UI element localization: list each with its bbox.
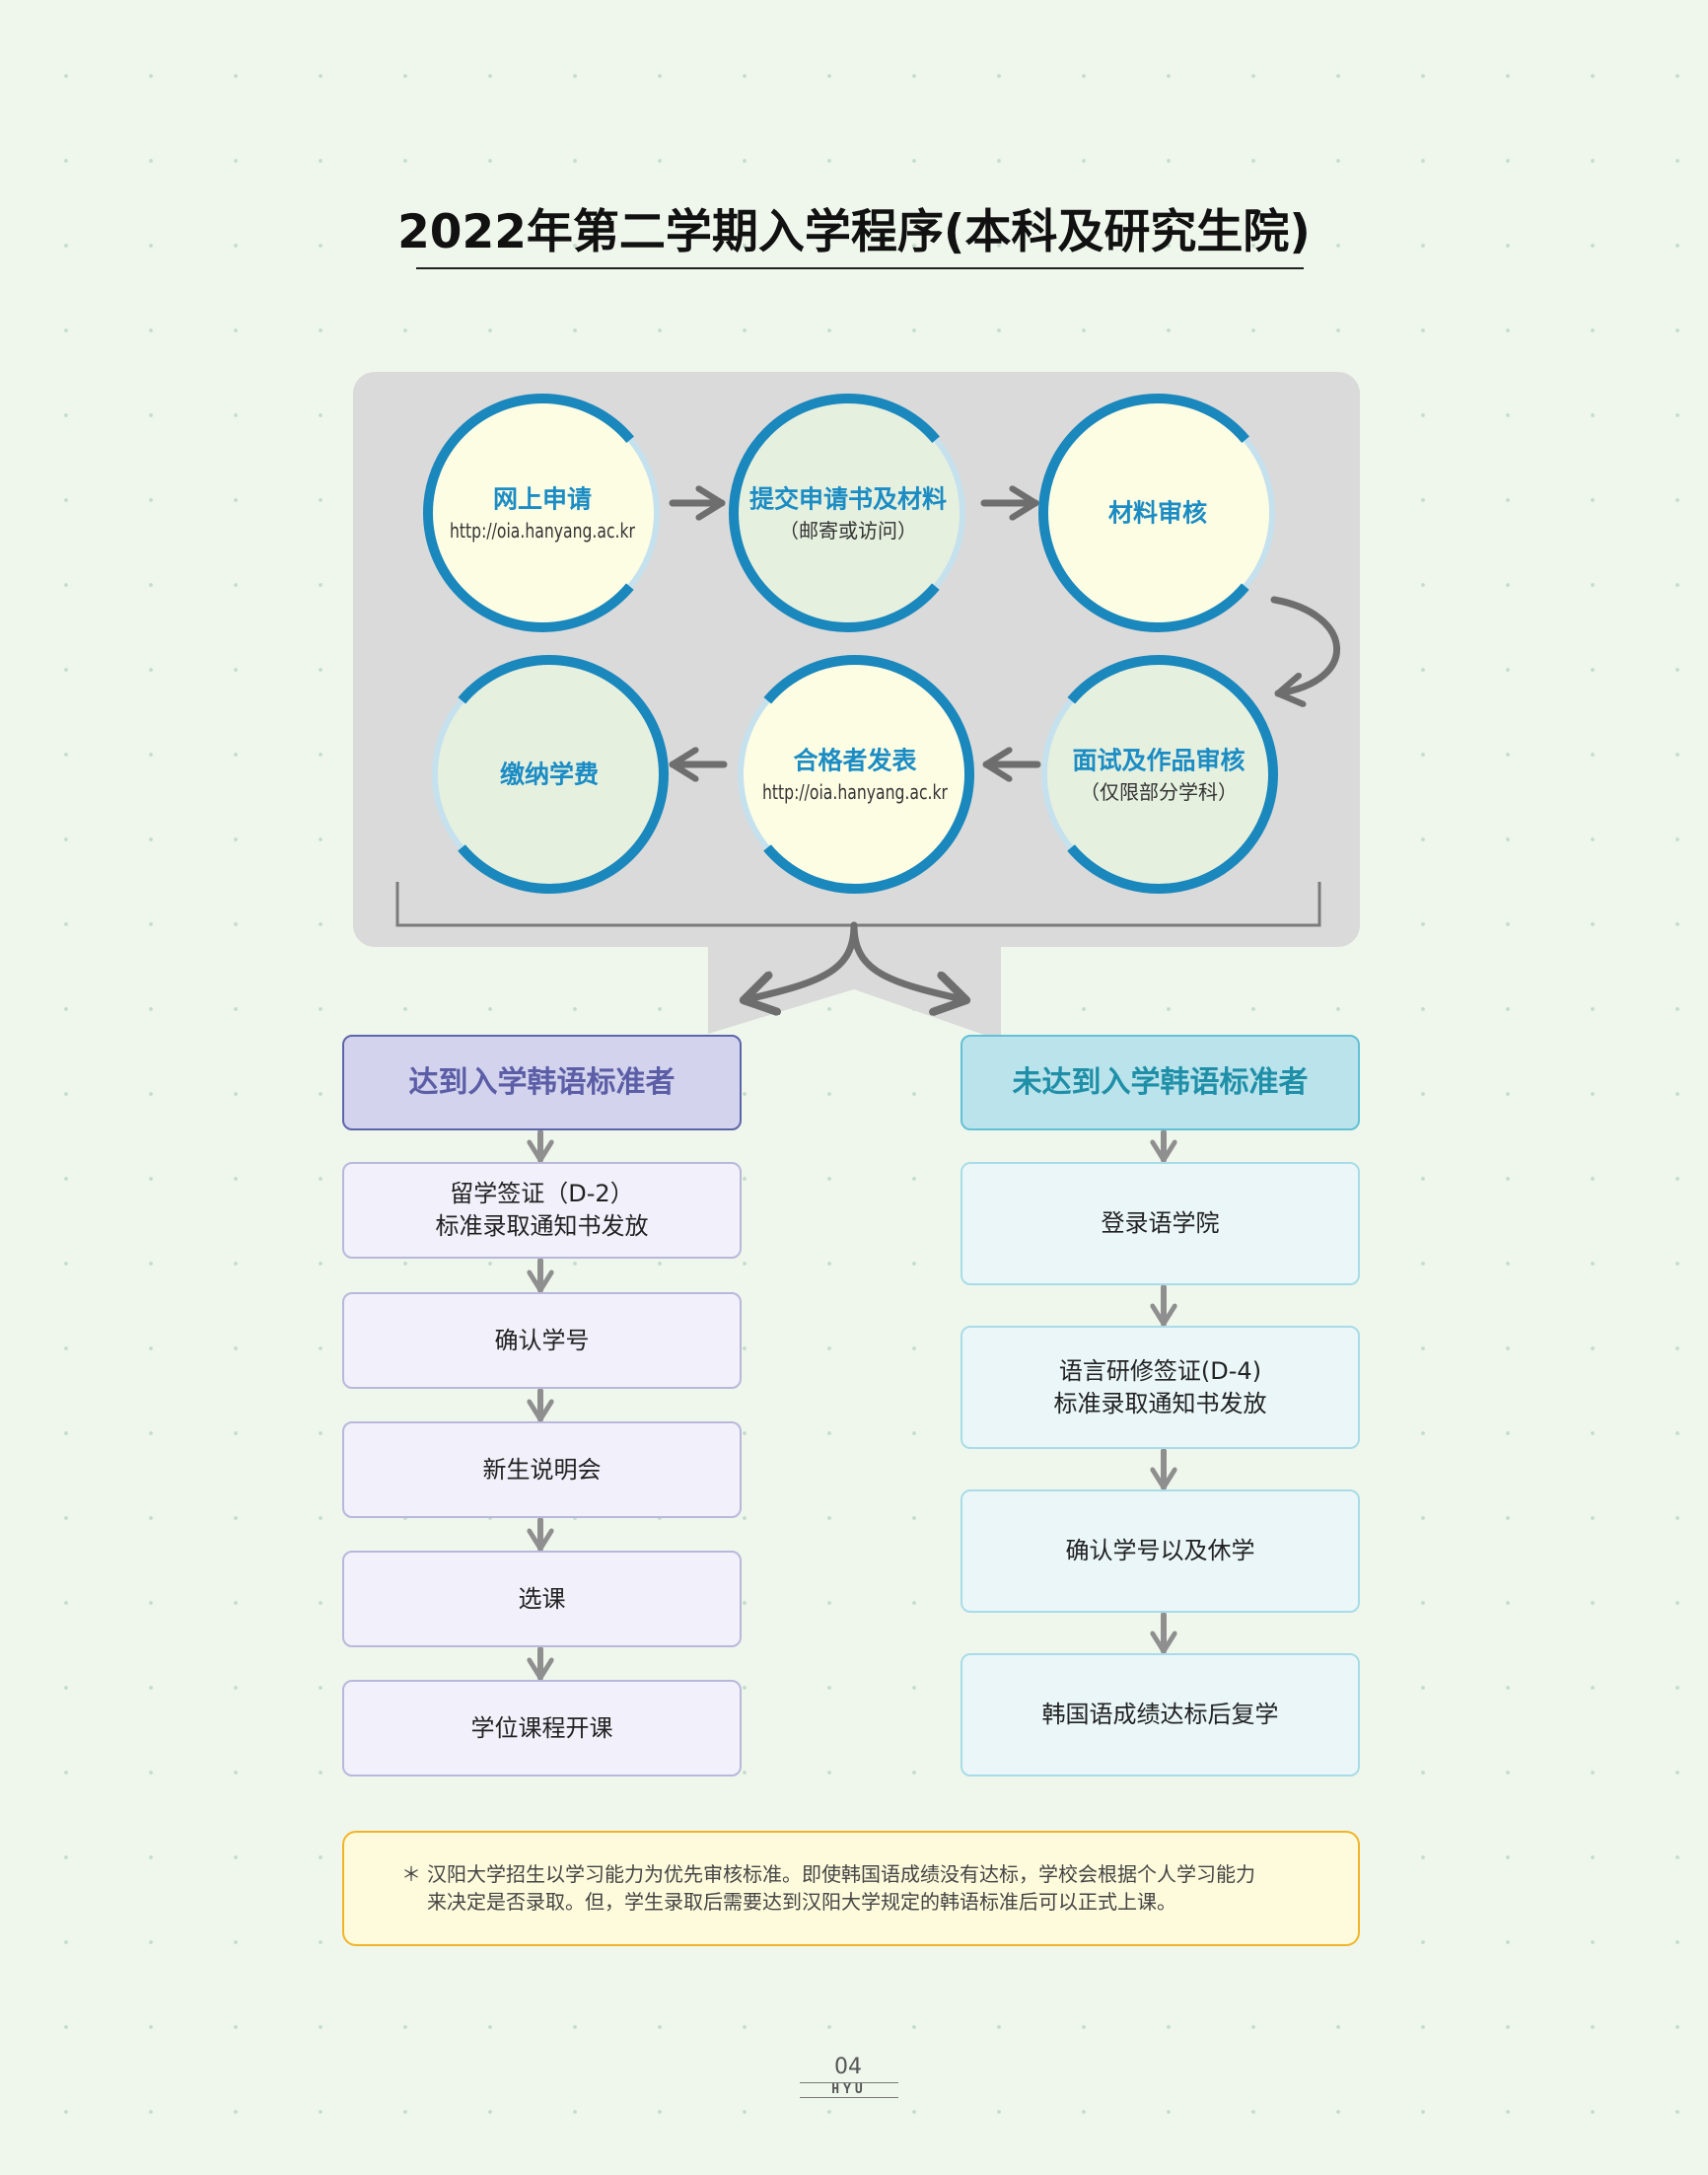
step-title: 面试及作品审核 bbox=[1072, 747, 1245, 775]
step-text: 学位课程开课 bbox=[470, 1713, 613, 1742]
step-box-d2-visa-letter: 留学签证（D-2） 标准录取通知书发放 bbox=[342, 1162, 742, 1259]
arrow-step3-to-step4 bbox=[1270, 596, 1340, 693]
step-text: 留学签证（D-2） bbox=[450, 1180, 634, 1207]
page-title: 2022年第二学期入学程序(本科及研究生院) bbox=[397, 205, 1311, 259]
step-text: 登录语学院 bbox=[1101, 1209, 1220, 1237]
step-text: 新生说明会 bbox=[482, 1455, 602, 1484]
panel-funnel bbox=[708, 937, 1001, 1041]
branch-arrow-right bbox=[850, 921, 966, 1000]
page-number: 04 bbox=[834, 2055, 862, 2079]
step-subtitle: （邮寄或访问） bbox=[779, 519, 917, 543]
step-title: 网上申请 bbox=[493, 485, 592, 514]
panel-bracket bbox=[395, 882, 1321, 927]
note-asterisk: ＊ bbox=[401, 1862, 421, 1886]
branch-header-below-standard: 未达到入学韩语标准者 bbox=[961, 1035, 1360, 1130]
step-box-classes-begin: 学位课程开课 bbox=[342, 1680, 742, 1776]
branch-header-meets-standard: 达到入学韩语标准者 bbox=[342, 1035, 742, 1130]
branch-header-label: 未达到入学韩语标准者 bbox=[1012, 1064, 1309, 1100]
step-text: 确认学号 bbox=[494, 1326, 590, 1354]
step-box-student-id-leave: 确认学号以及休学 bbox=[961, 1489, 1360, 1613]
brand-mark: HYU bbox=[800, 2082, 898, 2098]
step-box-return-after-korean: 韩国语成绩达标后复学 bbox=[961, 1653, 1360, 1776]
step-title: 提交申请书及材料 bbox=[749, 485, 947, 514]
step-url: http://oia.hanyang.ac.kr bbox=[450, 519, 636, 543]
step-title: 合格者发表 bbox=[793, 747, 917, 775]
step-box-language-institute: 登录语学院 bbox=[961, 1162, 1360, 1285]
note-text: 汉阳大学招生以学习能力为优先审核标准。即使韩国语成绩没有达标，学校会根据个人学习… bbox=[427, 1860, 1255, 1916]
step-text: 标准录取通知书发放 bbox=[1053, 1389, 1267, 1417]
step-circle-online-application: 网上申请 http://oia.hanyang.ac.kr bbox=[423, 394, 662, 632]
admission-note: ＊ 汉阳大学招生以学习能力为优先审核标准。即使韩国语成绩没有达标，学校会根据个人… bbox=[342, 1831, 1360, 1946]
step-circle-pay-tuition: 缴纳学费 bbox=[430, 655, 669, 894]
branch-header-label: 达到入学韩语标准者 bbox=[408, 1064, 676, 1100]
step-box-d4-visa-letter: 语言研修签证(D-4) 标准录取通知书发放 bbox=[961, 1326, 1360, 1449]
step-circle-submit-documents: 提交申请书及材料 （邮寄或访问） bbox=[729, 394, 967, 632]
step-text: 选课 bbox=[518, 1584, 566, 1613]
step-text: 确认学号以及休学 bbox=[1065, 1537, 1255, 1564]
step-box-course-registration: 选课 bbox=[342, 1551, 742, 1647]
step-circle-interview-review: 面试及作品审核 （仅限部分学科） bbox=[1039, 655, 1278, 894]
note-line: 汉阳大学招生以学习能力为优先审核标准。即使韩国语成绩没有达标，学校会根据个人学习… bbox=[427, 1862, 1255, 1886]
step-text: 韩国语成绩达标后复学 bbox=[1041, 1701, 1279, 1728]
step-text: 标准录取通知书发放 bbox=[435, 1212, 649, 1240]
step-title: 缴纳学费 bbox=[500, 761, 599, 789]
step-box-orientation: 新生说明会 bbox=[342, 1421, 742, 1518]
step-box-confirm-student-id: 确认学号 bbox=[342, 1292, 742, 1389]
step-url: http://oia.hanyang.ac.kr bbox=[762, 780, 949, 804]
step-text: 语言研修签证(D-4) bbox=[1058, 1356, 1262, 1385]
note-line: 来决定是否录取。但，学生录取后需要达到汉阳大学规定的韩语标准后可以正式上课。 bbox=[427, 1890, 1176, 1914]
step-subtitle: （仅限部分学科） bbox=[1080, 780, 1238, 804]
step-title: 材料审核 bbox=[1108, 499, 1207, 528]
step-circle-document-review: 材料审核 bbox=[1038, 394, 1277, 632]
title-underline bbox=[416, 267, 1304, 269]
step-circle-results-announcement: 合格者发表 http://oia.hanyang.ac.kr bbox=[736, 655, 974, 894]
